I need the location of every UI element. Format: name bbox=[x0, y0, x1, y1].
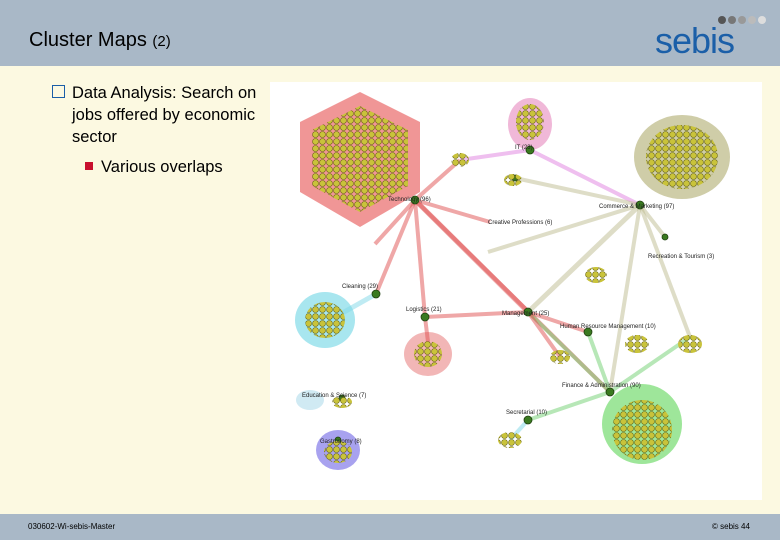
small-cluster bbox=[451, 153, 469, 167]
link bbox=[586, 331, 612, 393]
label-management: Management (25) bbox=[502, 311, 549, 317]
label-recreation: Recreation & Tourism (3) bbox=[648, 254, 714, 260]
management-node bbox=[523, 307, 533, 317]
technology-balls bbox=[312, 106, 408, 212]
link bbox=[527, 310, 589, 334]
label-creative: Creative Professions (6) bbox=[488, 220, 552, 226]
label-gastronomy: Gastronomy (8) bbox=[320, 439, 362, 445]
finance-node bbox=[605, 387, 615, 397]
cluster-labels: IT (23) Technology (96) Commerce & Marke… bbox=[302, 145, 714, 445]
small-cluster bbox=[678, 335, 702, 353]
gastronomy-balls bbox=[324, 441, 352, 463]
link bbox=[514, 176, 641, 207]
hr-node bbox=[583, 327, 593, 337]
it-node bbox=[525, 145, 535, 155]
link bbox=[527, 390, 611, 422]
yellow-ball-texture bbox=[305, 104, 718, 463]
link bbox=[373, 198, 417, 246]
slide-title: Cluster Maps (2) bbox=[29, 29, 171, 52]
bullet-main: Data Analysis: Search on jobs offered by… bbox=[52, 82, 267, 148]
small-cluster bbox=[504, 174, 522, 186]
technology-node bbox=[410, 195, 420, 205]
cluster-map-figure: IT (23) Technology (96) Commerce & Marke… bbox=[270, 82, 762, 500]
link bbox=[608, 335, 692, 394]
logo-text: sebis bbox=[655, 20, 735, 61]
cleaning-node bbox=[371, 289, 381, 299]
small-cluster bbox=[498, 432, 522, 448]
link bbox=[608, 204, 642, 393]
small-cluster bbox=[585, 267, 607, 283]
cleaning-balls bbox=[305, 302, 345, 338]
logistics-node bbox=[420, 312, 430, 322]
education-area bbox=[296, 390, 324, 410]
link bbox=[638, 203, 667, 239]
logistics-balls bbox=[414, 341, 442, 367]
link bbox=[413, 158, 462, 202]
commerce-node bbox=[635, 200, 645, 210]
link bbox=[459, 148, 531, 162]
slide-title-suffix: (2) bbox=[152, 33, 171, 50]
label-commerce: Commerce & Marketing (97) bbox=[599, 204, 674, 210]
label-secretarial: Secretarial (10) bbox=[506, 410, 547, 416]
bullet-sub-text: Various overlaps bbox=[101, 158, 223, 176]
link bbox=[529, 148, 641, 207]
commerce-balls bbox=[646, 125, 718, 189]
hollow-square-bullet-icon bbox=[52, 85, 65, 98]
footer-copyright: © sebis 44 bbox=[712, 522, 750, 531]
square-bullet-icon bbox=[85, 162, 93, 170]
cluster-map-svg: IT (23) Technology (96) Commerce & Marke… bbox=[295, 92, 730, 470]
label-cleaning: Cleaning (29) bbox=[342, 284, 378, 290]
small-cluster bbox=[625, 335, 649, 353]
label-hr: Human Resource Management (10) bbox=[560, 324, 656, 330]
finance-balls bbox=[612, 400, 672, 460]
link bbox=[413, 199, 427, 318]
link bbox=[638, 204, 692, 338]
slide-title-text: Cluster Maps bbox=[29, 29, 147, 51]
link bbox=[487, 203, 641, 254]
label-logistics: Logistics (21) bbox=[406, 307, 442, 313]
small-cluster bbox=[332, 396, 352, 408]
logo-dots-icon bbox=[718, 16, 766, 24]
label-it: IT (23) bbox=[515, 145, 533, 151]
bullet-main-text: Data Analysis: Search on jobs offered by… bbox=[72, 84, 257, 146]
link bbox=[374, 199, 417, 295]
link bbox=[414, 198, 491, 224]
secretarial-node bbox=[523, 415, 533, 425]
recreation-node bbox=[661, 233, 669, 241]
footer-course-id: 030602-Wi-sebis-Master bbox=[28, 522, 116, 531]
small-cluster bbox=[550, 350, 570, 364]
link bbox=[526, 310, 562, 359]
label-technology: Technology (96) bbox=[388, 197, 431, 203]
link bbox=[526, 310, 612, 394]
sebis-logo: sebis bbox=[655, 12, 773, 61]
label-finance: Finance & Administration (90) bbox=[562, 383, 641, 389]
link bbox=[424, 310, 529, 319]
it-balls bbox=[516, 104, 544, 140]
bullet-sub: Various overlaps bbox=[85, 158, 223, 177]
header-bar bbox=[0, 0, 780, 66]
footer-bar bbox=[0, 514, 780, 540]
link bbox=[526, 203, 642, 314]
label-education: Education & Science (7) bbox=[302, 393, 366, 399]
cluster-links bbox=[328, 148, 692, 442]
